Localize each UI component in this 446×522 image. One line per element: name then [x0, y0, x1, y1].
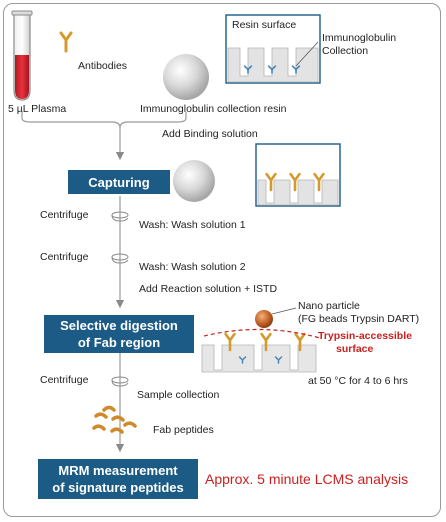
nano-line2: (FG beads Trypsin DART): [298, 312, 420, 325]
antibody-icon: [59, 31, 73, 53]
diagram-frame: [3, 3, 441, 517]
centrifuge-label-3: Centrifuge: [40, 374, 89, 386]
temperature-label: at 50 °C for 4 to 6 hrs: [308, 375, 408, 387]
sample-collection-label: Sample collection: [137, 389, 220, 401]
add-binding-label: Add Binding solution: [162, 128, 258, 140]
trypsin-line2: surface: [336, 342, 374, 355]
fab-peptide-icon: [92, 405, 137, 434]
wash-2-label: Wash: Wash solution 2: [139, 261, 246, 273]
lcms-label: Approx. 5 minute LCMS analysis: [205, 471, 409, 487]
step-digestion-line1: Selective digestion: [60, 318, 178, 333]
add-reaction-label: Add Reaction solution + ISTD: [139, 283, 278, 295]
centrifuge-label-1: Centrifuge: [40, 209, 89, 221]
ig-collection-label: Immunoglobulin Collection: [322, 32, 396, 57]
resin-bead-capture-icon: [173, 160, 215, 202]
plasma-label: 5 µL Plasma: [8, 103, 67, 115]
wash-1-label: Wash: Wash solution 1: [139, 219, 246, 231]
nano-particle-icon: [255, 310, 273, 328]
resin-bead-icon: [163, 54, 209, 100]
nano-line1: Nano particle: [298, 300, 360, 312]
ig-collection-line1: Immunoglobulin: [322, 32, 397, 44]
step-capturing-label: Capturing: [88, 174, 150, 190]
centrifuge-icon: [111, 211, 129, 222]
ig-resin-label: Immunoglobulin collection resin: [140, 103, 287, 115]
digestion-surface: [201, 328, 321, 373]
nano-particle-label: Nano particle (FG beads Trypsin DART): [298, 300, 419, 325]
step-capturing: Capturing: [68, 170, 170, 194]
trypsin-line1: Trypsin-accessible: [318, 330, 412, 342]
centrifuge-icon: [111, 253, 129, 264]
antibodies-label: Antibodies: [78, 60, 128, 72]
captured-antibody-box: [255, 143, 341, 207]
resin-surface-label: Resin surface: [232, 19, 297, 31]
step-mrm-line2: of signature peptides: [52, 480, 184, 495]
resin-surface-box: [225, 14, 321, 84]
plasma-tube-icon: [11, 10, 33, 101]
step-digestion-line2: of Fab region: [77, 335, 161, 350]
trypsin-surface-label: Trypsin-accessible surface: [318, 330, 412, 355]
step-mrm: MRM measurement of signature peptides: [38, 459, 198, 499]
centrifuge-label-2: Centrifuge: [40, 251, 89, 263]
fab-peptides-label: Fab peptides: [153, 424, 214, 436]
step-digestion: Selective digestion of Fab region: [44, 315, 194, 353]
ig-collection-line2: Collection: [322, 44, 369, 57]
centrifuge-icon: [111, 376, 129, 387]
merge-connector: [21, 112, 187, 161]
step-mrm-line1: MRM measurement: [58, 463, 178, 478]
